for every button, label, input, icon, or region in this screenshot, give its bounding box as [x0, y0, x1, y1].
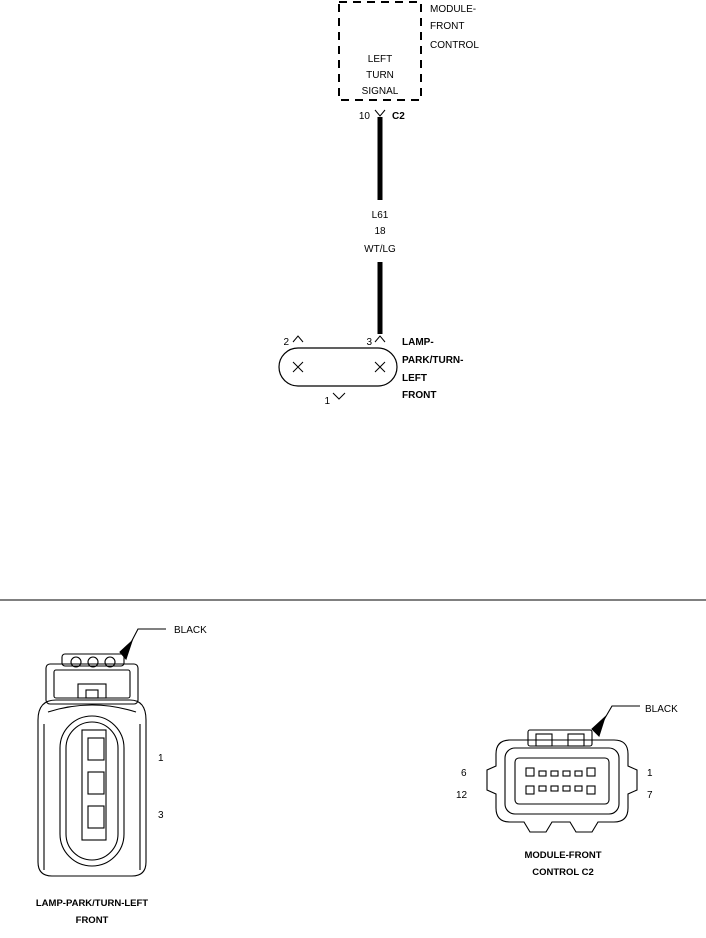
module-view-pin-1-label: 1	[647, 768, 653, 779]
module-connector-view: BLACK 6 12 1 7 MODULE-FRONT CONTROL C2	[456, 704, 678, 878]
lamp-name-line-2: PARK/TURN-	[402, 355, 463, 366]
body-side-lines	[43, 724, 141, 870]
terminal	[538, 785, 547, 792]
module-name-line-1: MODULE-	[430, 4, 476, 15]
lamp-name-line-3: LEFT	[402, 373, 427, 384]
module-dashed-box	[338, 1, 422, 101]
terminal	[562, 770, 571, 777]
lamp-park-turn-left-front: 2 3 1 LAMP- PARK/TURN- LEFT FRONT	[278, 335, 463, 407]
module-function-line-3: SIGNAL	[362, 86, 399, 97]
lamp-connector-body	[37, 699, 147, 877]
module-name-line-2: FRONT	[430, 21, 464, 32]
module-view-pin-12-label: 12	[456, 790, 468, 801]
terminal-6	[525, 767, 535, 777]
module-name-line-3: CONTROL	[430, 40, 479, 51]
lamp-connector-view: BLACK 1 3 LAMP-PARK/TURN-LEFT FRONT	[36, 625, 207, 926]
lamp-caption-line-2: FRONT	[76, 915, 109, 926]
module-caption-line-1: MODULE-FRONT	[524, 850, 601, 861]
body-top-curve	[47, 704, 137, 713]
terminal-1	[87, 737, 105, 761]
module-pin-marker: 10 C2	[359, 109, 405, 122]
latch-bump	[70, 656, 82, 668]
terminal-2	[87, 771, 105, 795]
module-front-control-block: MODULE- FRONT CONTROL LEFT TURN SIGNAL	[338, 1, 479, 101]
lamp-pin-2-label: 2	[283, 337, 289, 348]
pin-1-chevron-down-icon	[332, 392, 346, 400]
module-caption-line-2: CONTROL C2	[532, 867, 594, 878]
module-color-label: BLACK	[645, 704, 678, 715]
module-connector-shell	[486, 739, 638, 833]
wire-gauge-label: 18	[374, 226, 386, 237]
module-connector-id: C2	[392, 111, 405, 122]
lamp-name-line-1: LAMP-	[402, 337, 434, 348]
latch-bump	[104, 656, 116, 668]
lamp-color-label: BLACK	[174, 625, 207, 636]
lamp-cavity-outer	[59, 715, 125, 867]
lamp-latch-top	[61, 653, 125, 667]
terminal-7	[586, 785, 596, 795]
terminal	[562, 785, 571, 792]
lamp-view-pin-3-label: 3	[158, 810, 164, 821]
lamp-pin-3-label: 3	[366, 337, 372, 348]
lamp-body	[278, 347, 398, 387]
wire-color-label: WT/LG	[364, 244, 396, 255]
lamp-name-line-4: FRONT	[402, 390, 436, 401]
lamp-caption-line-1: LAMP-PARK/TURN-LEFT	[36, 898, 148, 909]
terminal	[538, 770, 547, 777]
lamp-filament-left-icon	[292, 361, 304, 373]
latch-tab	[77, 683, 107, 699]
module-pin-number: 10	[359, 111, 371, 122]
latch-slot	[535, 733, 553, 747]
terminal-12	[525, 785, 535, 795]
lamp-leader-arrow	[119, 639, 134, 661]
module-leader-arrow	[591, 715, 607, 738]
lamp-pin-1-label: 1	[324, 396, 330, 407]
module-view-pin-7-label: 7	[647, 790, 653, 801]
module-view-pin-6-label: 6	[461, 768, 467, 779]
latch-tab-inner	[85, 689, 99, 699]
lamp-filament-right-icon	[374, 361, 386, 373]
chevron-down-icon	[374, 109, 386, 117]
module-function-line-1: LEFT	[368, 54, 392, 65]
terminal-1	[586, 767, 596, 777]
latch-bump	[87, 656, 99, 668]
module-connector-face	[504, 747, 620, 815]
pin-3-chevron-up-icon	[374, 335, 386, 343]
lamp-terminal-stack	[81, 729, 107, 841]
terminal	[574, 770, 583, 777]
terminal	[550, 770, 559, 777]
wire-l61: L61 18 WT/LG	[364, 117, 396, 334]
lamp-latch-housing	[45, 663, 139, 705]
module-function-line-2: TURN	[366, 70, 394, 81]
module-cavity-area	[514, 757, 610, 805]
latch-slot	[567, 733, 585, 747]
lamp-view-pin-1-label: 1	[158, 753, 164, 764]
lamp-cavity-inner	[65, 721, 119, 861]
wire-circuit-label: L61	[372, 210, 389, 221]
terminal	[574, 785, 583, 792]
module-latch	[527, 729, 593, 747]
terminal	[550, 785, 559, 792]
pin-2-chevron-up-icon	[292, 335, 304, 343]
terminal-3	[87, 805, 105, 829]
